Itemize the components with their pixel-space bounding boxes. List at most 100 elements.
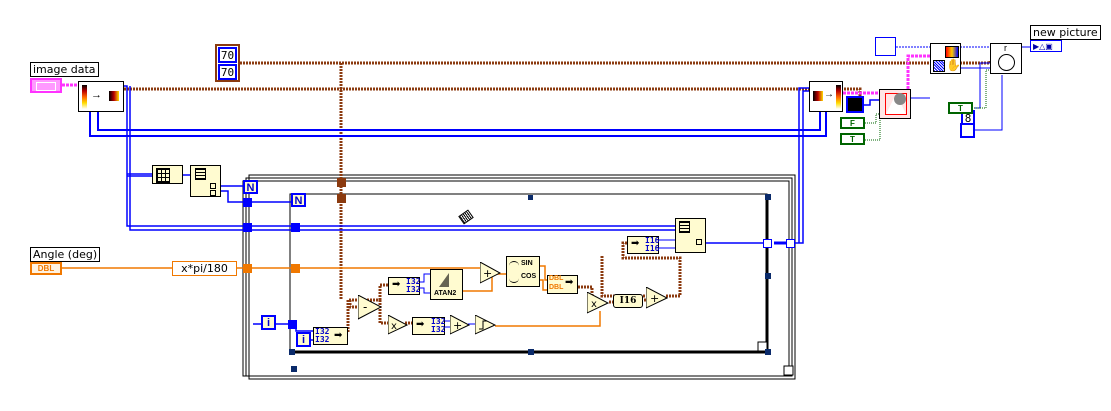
- pixmap-grid-icon: [813, 91, 823, 101]
- unflatten-pixmap-node[interactable]: →: [78, 81, 124, 112]
- image-data-control-terminal[interactable]: [30, 78, 62, 93]
- triangle-angle-icon: [439, 273, 449, 287]
- bundle-node-i32[interactable]: I32 I32 ➡: [313, 327, 348, 345]
- color-ramp-icon: [82, 85, 87, 109]
- atan2-label: ATAN2: [434, 290, 457, 297]
- loop-tunnel[interactable]: [243, 198, 252, 207]
- expression-node[interactable]: x*pi/180: [172, 261, 237, 276]
- picture-frame-icon: [945, 46, 959, 58]
- loop-tunnel[interactable]: [243, 223, 252, 232]
- type-tag: I32: [315, 335, 330, 344]
- image-data-label: image data: [30, 62, 99, 77]
- empty-picture-constant[interactable]: [875, 37, 896, 56]
- array-grid-icon: [679, 221, 690, 233]
- type-tag: I32: [315, 327, 330, 336]
- new-picture-indicator-terminal[interactable]: ▶△▣: [1030, 40, 1062, 52]
- inner-loop-count-terminal[interactable]: N: [291, 193, 306, 207]
- bundle-arrow-icon: ➡: [565, 277, 574, 288]
- draw-picture-node[interactable]: ✋: [930, 43, 961, 74]
- bundle-arrow-icon: ➡: [631, 238, 640, 249]
- boolean-wires: [865, 69, 990, 141]
- angle-label: Angle (deg): [30, 247, 101, 262]
- boolean-false-constant[interactable]: F: [840, 117, 865, 129]
- width-constant[interactable]: 70: [218, 47, 237, 63]
- to-i16-node[interactable]: I16: [613, 294, 643, 308]
- multiply-node[interactable]: x: [388, 315, 408, 335]
- resize-handle[interactable]: [528, 349, 534, 355]
- color-constant[interactable]: [846, 96, 864, 113]
- to-double-node[interactable]: [475, 315, 496, 335]
- bundle-node-dbl[interactable]: DBL DBL ➡: [547, 275, 578, 294]
- indexing-output-tunnel[interactable]: [763, 239, 772, 248]
- array-grid-icon: [195, 168, 206, 180]
- multiply-symbol: x: [591, 299, 597, 310]
- subtract-node[interactable]: -: [358, 295, 382, 320]
- loop-tunnel[interactable]: [243, 264, 252, 273]
- output-terminal-icon: [210, 190, 216, 196]
- new-picture-label: new picture: [1030, 25, 1101, 40]
- draw-flattened-pixmap-node[interactable]: [879, 89, 911, 119]
- arrow-icon: →: [91, 89, 102, 101]
- image-wires: [62, 54, 930, 95]
- shift-tunnel[interactable]: [337, 178, 346, 187]
- type-tag: DBL: [549, 284, 564, 291]
- loop-tunnel[interactable]: [291, 223, 300, 232]
- height-constant[interactable]: 70: [218, 64, 237, 80]
- loop-tunnel[interactable]: [288, 320, 297, 329]
- resize-handle[interactable]: [291, 366, 297, 372]
- sine-wave-icon: [509, 261, 519, 270]
- image-cluster-icon: [36, 82, 56, 91]
- dbl-wires: [62, 265, 601, 327]
- color-ramp-icon: [836, 85, 841, 109]
- pixmap-grid-icon: [109, 91, 119, 101]
- resize-handle[interactable]: [528, 195, 533, 200]
- resize-handle[interactable]: [765, 349, 771, 355]
- add-node[interactable]: +: [450, 315, 470, 335]
- add-symbol: +: [650, 292, 659, 305]
- unbundle-node-i32[interactable]: ➡ I32 I32: [388, 277, 420, 295]
- bundle-arrow-icon: ➡: [334, 330, 343, 341]
- boolean-true-constant[interactable]: T: [948, 102, 973, 114]
- atan2-node[interactable]: ATAN2: [430, 269, 463, 300]
- array-size-node[interactable]: [190, 165, 221, 197]
- outer-loop-count-terminal[interactable]: N: [243, 180, 258, 194]
- size-cluster-constant[interactable]: 70 70: [215, 44, 240, 82]
- indexing-output-tunnel[interactable]: [786, 239, 795, 248]
- numeric-constant-empty[interactable]: [960, 123, 975, 138]
- resize-handle[interactable]: [765, 273, 771, 279]
- expression-text: x*pi/180: [181, 262, 228, 275]
- flatten-pixmap-node[interactable]: →: [809, 81, 843, 112]
- bundle-node-i16[interactable]: ➡ I16 I16: [627, 236, 659, 254]
- hand-icon: ✋: [946, 58, 961, 72]
- type-tag: I32: [406, 285, 421, 294]
- cos-label: COS: [521, 273, 537, 280]
- add-node[interactable]: +: [480, 262, 501, 284]
- type-tag: I16: [645, 236, 660, 245]
- angle-control-terminal[interactable]: DBL: [30, 262, 62, 275]
- draw-circle-node[interactable]: r: [990, 43, 1022, 74]
- add-node[interactable]: +: [646, 287, 668, 309]
- outer-iteration-terminal[interactable]: i: [261, 315, 276, 330]
- resize-handle[interactable]: [289, 349, 295, 355]
- type-tag: I16: [645, 244, 660, 253]
- loop-tunnel[interactable]: [291, 264, 300, 273]
- transpose-array-node[interactable]: [152, 165, 183, 184]
- outer-for-loop[interactable]: [242, 174, 796, 380]
- sine-cosine-node[interactable]: SIN COS: [506, 256, 540, 287]
- add-symbol: +: [453, 319, 462, 332]
- replace-array-subset-node[interactable]: [675, 218, 706, 253]
- checker-icon: [933, 60, 945, 72]
- add-symbol: +: [483, 267, 492, 280]
- type-tag: I32: [406, 277, 421, 286]
- resize-handle[interactable]: [765, 194, 771, 200]
- unbundle-node-i32[interactable]: ➡ I32 I32: [412, 317, 445, 335]
- shift-tunnel[interactable]: [337, 194, 346, 203]
- output-terminal-icon: [210, 183, 216, 189]
- array-grid-icon: [156, 168, 170, 183]
- boolean-true-constant[interactable]: T: [840, 133, 865, 145]
- cosine-wave-icon: [509, 274, 519, 283]
- multiply-node[interactable]: x: [587, 292, 609, 314]
- type-tag: DBL: [549, 275, 564, 282]
- sun-circle-icon: [894, 93, 906, 105]
- inner-iteration-terminal[interactable]: i: [296, 332, 311, 347]
